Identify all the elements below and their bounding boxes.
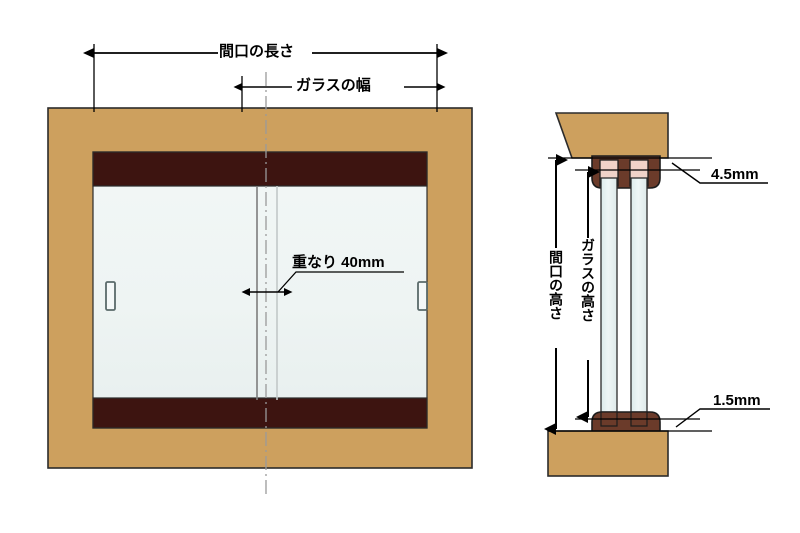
callout-top-clearance	[671, 162, 768, 184]
elevation-view	[47, 44, 473, 498]
head-timber	[554, 112, 669, 159]
handle-right-icon	[417, 281, 428, 311]
glass-pane-front	[600, 177, 618, 419]
handle-left-icon	[105, 281, 116, 311]
annotation-label-overlap: 重なり 40mm	[292, 254, 385, 271]
dimension-opening-width	[83, 44, 448, 112]
callout-label-top-clearance: 4.5mm	[711, 166, 759, 183]
callout-bottom-clearance	[675, 408, 770, 428]
glass-opening	[92, 151, 428, 429]
dimension-glass-width	[233, 76, 446, 112]
bottom-rail	[92, 397, 428, 429]
sill-timber	[547, 430, 669, 477]
dimension-label-opening-height: 間口の高さ	[548, 250, 564, 320]
section-view	[544, 112, 770, 477]
callout-label-bottom-clearance: 1.5mm	[713, 392, 761, 409]
glass-pane-back	[630, 177, 648, 419]
top-rail	[92, 151, 428, 187]
dimension-label-glass-height: ガラスの高さ	[580, 238, 596, 322]
dimension-overlap	[241, 271, 404, 296]
dimension-label-glass-width: ガラスの幅	[296, 77, 371, 94]
dimension-label-opening-width: 間口の長さ	[219, 43, 295, 60]
